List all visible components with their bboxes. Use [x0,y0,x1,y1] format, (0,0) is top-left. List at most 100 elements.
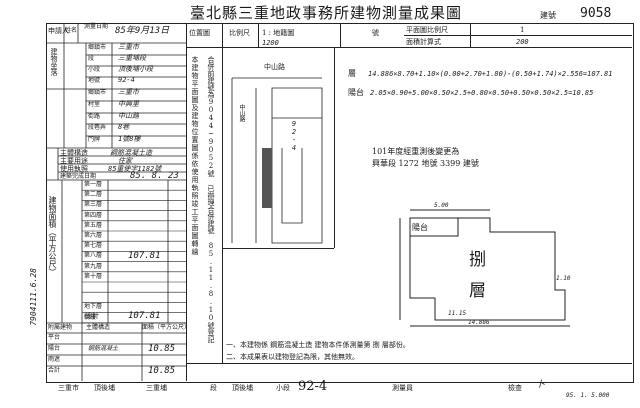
footer-divider [186,363,632,364]
table-right-border [186,23,187,381]
amend-note-line2: 興華段 1272 地號 3399 建號 [372,159,479,168]
area-calc-denominator: 200 [516,38,529,46]
applicant-label: 申請人 [48,27,69,35]
hatched-parcel [262,148,272,208]
location-map [231,77,323,244]
floor-row-label: 第六層 [84,232,103,239]
checker-label: 檢查 [508,384,522,392]
location-row-value: 1號8樓 [118,135,141,143]
main-use-value: 住家 [118,157,132,165]
building-number-label: 建號 [540,11,556,20]
location-row-label: 門牌 [88,136,101,143]
location-row-label: 鄉鎮市 [88,44,107,51]
location-row-label: 鄉鎮市 [88,89,107,96]
scale-label: 比例尺 [229,29,250,37]
floor-row-label: 第三層 [84,201,103,209]
print-date: 95. 1. 5.000 [566,392,610,399]
balcony-label: 陽台 [412,223,428,232]
floor-label-top: 捌 [469,250,486,270]
location-row-value: 中山路 [118,112,139,120]
checker-value: 卜 [536,380,546,390]
header-divider [186,47,632,48]
floor-row-value: 107.81 [128,251,161,262]
total-label: 總計 [85,312,99,320]
number-label: 號 [372,29,379,37]
floor-row-label: 第七層 [84,242,103,250]
calc-line2-label: 陽台 [348,88,364,97]
attach-row-label: 合計 [48,367,61,374]
floor-plan-scale-label: 平面圖比例尺 [406,26,448,34]
location-row-value: 三重市 [118,43,139,51]
completion-value: 85. 8. 23 [130,171,179,181]
floor-plan-scale-value: 1 [520,26,525,34]
calc-line1: 14.886×8.70+1.10×(0.00+2.70+1.80)-(0.50+… [368,70,613,78]
location-row-label: 小段 [88,66,101,73]
map-bottom-border [222,248,334,249]
survey-date-label: 測量日期 [84,23,109,30]
attach-row-structure: 鋼筋混凝土 [88,345,119,352]
dim-side: 1.10 [556,275,571,282]
location-row-label: 街路 [88,113,101,120]
map-lot-label: 92-4 [290,120,298,152]
attach-col-area: 面積（平方公尺） [142,324,191,331]
location-row-value: 中興里 [118,100,139,108]
calc-line1-label: 層 [348,69,356,78]
building-location-label: 建物坐落 [50,48,58,76]
attach-col-structure: 主體構造 [86,324,111,331]
floor-row-label: 第九層 [84,262,103,270]
attach-row-label: 雨遮 [48,356,61,363]
attach-row-label: 平台 [48,334,61,341]
area-section-label: 建物面積（平方公尺） [48,196,57,276]
location-row-value: 三重埔段 [118,54,146,62]
bottom-district-label: 頂後埔 [94,384,115,392]
floor-label-bottom: 層 [469,281,486,301]
structure-label: 主體構造 [60,149,88,157]
bottom-district-value: 三重埔 [146,384,167,392]
location-row-value: 頂後埔小段 [118,65,153,73]
applicant-sub-label: 姓名 [65,27,78,34]
document-title: 臺北縣三重地政事務所建物測量成果圖 [190,4,463,22]
header-sep-1 [258,23,259,47]
location-row-value: 8巷 [118,123,130,131]
amend-note-line1: 101年度經重測後變更為 [372,147,460,156]
floor-row-label: 第十層 [84,272,103,280]
floor-row-label: 第一層 [84,181,103,188]
location-row-value: 三重市 [118,88,139,96]
header-sep-4 [404,35,632,36]
side-stamp: 7904111.6.28 [29,268,38,326]
bottom-section-value: 頂後埔 [232,384,253,392]
floor-row-label: 第八層 [84,252,103,260]
floor-row-label: 地下層 [84,303,103,311]
bottom-city: 三重市 [58,384,79,392]
survey-date: 85年9月13日 [115,26,170,36]
area-calc-label: 面積計算式 [406,38,441,46]
dim-top: 5.00 [434,202,449,209]
calc-line2: 2.05×0.90+5.00×0.50×2.5+0.80×0.50+0.50×0… [370,89,594,97]
bottom-lot: 92-4 [298,379,328,394]
bottom-section-label: 段 [210,384,217,392]
floor-row-label: 第四層 [84,211,103,219]
floor-row-label: 第五層 [84,221,103,229]
floor-plan-drawing [399,209,570,327]
map-road-label: 中山路 [264,63,285,71]
attach-row-value: 10.85 [148,366,176,376]
bottom-parcel-label: 小段 [276,384,290,392]
location-map-label: 位置圖 [189,29,210,37]
scale-denominator: 1200 [262,39,279,47]
notes-right-border [222,23,223,363]
completion-label: 建築完成日期 [60,173,97,180]
notes-left-column: 本建物平面圖及建物位置圖係依使用執照竣工平面圖轉繪 [191,56,199,256]
map-right-border [334,48,335,248]
scale-value: 1 : 地籍圖 [262,29,295,37]
permit-label: 使用執照 [60,165,88,173]
total-value: 107.81 [128,311,161,321]
floor-row-label: 第二層 [84,191,103,199]
attach-label: 附屬建物 [48,324,73,331]
map-side-road-label: 中山路 [238,104,245,122]
location-row-label: 村里 [88,101,101,108]
location-row-label: 段 [88,55,95,62]
attach-row-label: 陽台 [48,345,61,352]
main-use-label: 主要用途 [60,157,88,165]
footer-note-2: 二、本成果表以建物登記為限，其他無效。 [226,353,359,361]
location-row-label: 地號 [88,77,101,84]
